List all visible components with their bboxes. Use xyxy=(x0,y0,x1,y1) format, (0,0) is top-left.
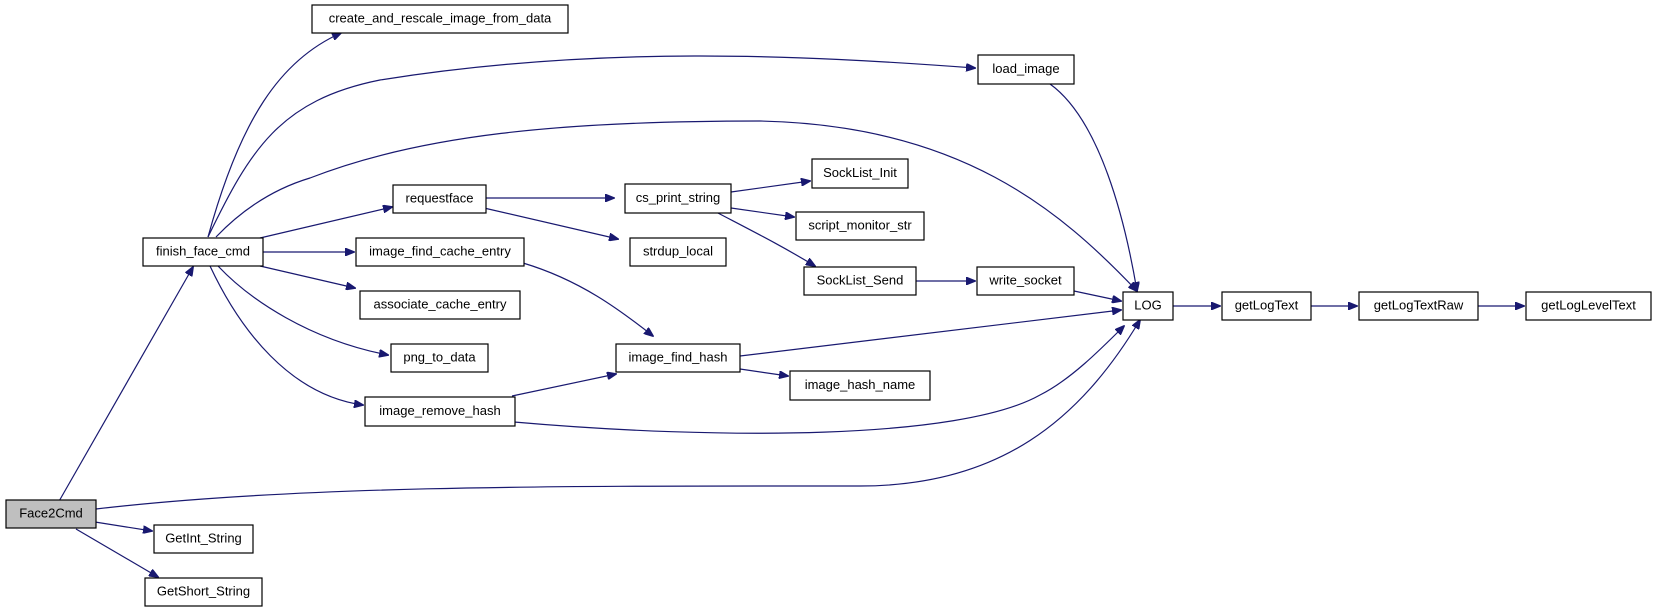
node-finish_face_cmd[interactable]: finish_face_cmd xyxy=(142,237,264,267)
edge-finish_face_cmd-associate_cache_entry xyxy=(259,265,355,288)
node-label: GetShort_String xyxy=(157,583,250,598)
node-log[interactable]: LOG xyxy=(1122,291,1174,321)
edge-face2cmd-getint_string xyxy=(94,521,152,531)
node-getloglevelText[interactable]: getLogLevelText xyxy=(1525,291,1652,321)
edge-face2cmd-finish_face_cmd xyxy=(57,267,193,504)
edge-finish_face_cmd-png_to_data xyxy=(217,265,388,355)
node-image_find_cache_entry[interactable]: image_find_cache_entry xyxy=(355,237,525,267)
node-image_find_hash[interactable]: image_find_hash xyxy=(615,343,741,373)
node-script_monitor_str[interactable]: script_monitor_str xyxy=(795,211,925,241)
node-cs_print_string[interactable]: cs_print_string xyxy=(624,183,732,214)
node-label: requestface xyxy=(406,190,474,205)
edge-face2cmd-log xyxy=(95,320,1140,510)
edge-image_find_hash-image_hash_name xyxy=(739,368,788,376)
node-getint_string[interactable]: GetInt_String xyxy=(153,524,254,554)
node-label: image_remove_hash xyxy=(379,403,500,418)
edge-finish_face_cmd-requestface xyxy=(259,207,392,239)
edge-finish_face_cmd-log xyxy=(215,120,1137,291)
node-label: image_find_cache_entry xyxy=(369,243,511,258)
edge-cs_print_string-socklist_send xyxy=(715,211,815,266)
edge-image_remove_hash-log xyxy=(513,326,1124,434)
node-label: getLogLevelText xyxy=(1541,297,1636,312)
edge-face2cmd-getshort_string xyxy=(75,528,158,577)
node-requestface[interactable]: requestface xyxy=(392,184,487,214)
node-label: associate_cache_entry xyxy=(374,296,507,311)
edge-finish_face_cmd-image_remove_hash xyxy=(209,265,363,405)
edge-finish_face_cmd-load_image xyxy=(207,55,975,238)
node-png_to_data[interactable]: png_to_data xyxy=(390,343,489,373)
node-label: create_and_rescale_image_from_data xyxy=(329,10,552,25)
nodes-layer: Face2Cmd finish_face_cmd GetInt_String G… xyxy=(5,4,1652,607)
node-label: GetInt_String xyxy=(165,530,242,545)
node-getlogtextraw[interactable]: getLogTextRaw xyxy=(1358,291,1479,321)
edge-requestface-strdup_local xyxy=(483,207,618,239)
node-label: png_to_data xyxy=(403,349,476,364)
edge-load_image-log xyxy=(1049,83,1137,291)
node-write_socket[interactable]: write_socket xyxy=(976,266,1075,296)
node-load_image[interactable]: load_image xyxy=(977,54,1075,85)
node-socklist_send[interactable]: SockList_Send xyxy=(803,266,917,296)
node-label: script_monitor_str xyxy=(808,217,912,232)
node-face2cmd[interactable]: Face2Cmd xyxy=(5,499,97,529)
edge-finish_face_cmd-create_and_rescale xyxy=(207,33,341,238)
node-socklist_init[interactable]: SockList_Init xyxy=(811,158,909,189)
node-label: cs_print_string xyxy=(636,190,721,205)
node-associate_cache_entry[interactable]: associate_cache_entry xyxy=(359,290,521,320)
node-label: SockList_Send xyxy=(817,272,904,287)
node-label: getLogText xyxy=(1235,297,1299,312)
node-label: load_image xyxy=(992,61,1059,76)
node-getshort_string[interactable]: GetShort_String xyxy=(144,577,263,607)
node-label: Face2Cmd xyxy=(19,505,83,520)
node-label: image_hash_name xyxy=(805,377,916,392)
node-label: LOG xyxy=(1134,297,1161,312)
node-label: getLogTextRaw xyxy=(1374,297,1464,312)
node-image_remove_hash[interactable]: image_remove_hash xyxy=(364,396,516,427)
node-label: finish_face_cmd xyxy=(156,243,250,258)
edge-write_socket-log xyxy=(1073,290,1121,301)
node-strdup_local[interactable]: strdup_local xyxy=(629,237,727,267)
node-label: write_socket xyxy=(988,272,1062,287)
edge-cs_print_string-script_monitor_str xyxy=(730,207,794,217)
edge-image_find_hash-log xyxy=(739,310,1121,357)
edge-cs_print_string-socklist_init xyxy=(730,181,810,193)
node-label: SockList_Init xyxy=(823,165,897,180)
node-create_and_rescale[interactable]: create_and_rescale_image_from_data xyxy=(311,4,569,34)
edge-image_find_cache_entry-image_find_hash xyxy=(522,262,653,336)
node-image_hash_name[interactable]: image_hash_name xyxy=(789,370,931,401)
edge-image_remove_hash-image_find_hash xyxy=(511,374,616,397)
node-label: strdup_local xyxy=(643,243,713,258)
edges-layer xyxy=(57,33,1524,577)
node-label: image_find_hash xyxy=(628,349,727,364)
node-getlogtext[interactable]: getLogText xyxy=(1221,291,1312,321)
